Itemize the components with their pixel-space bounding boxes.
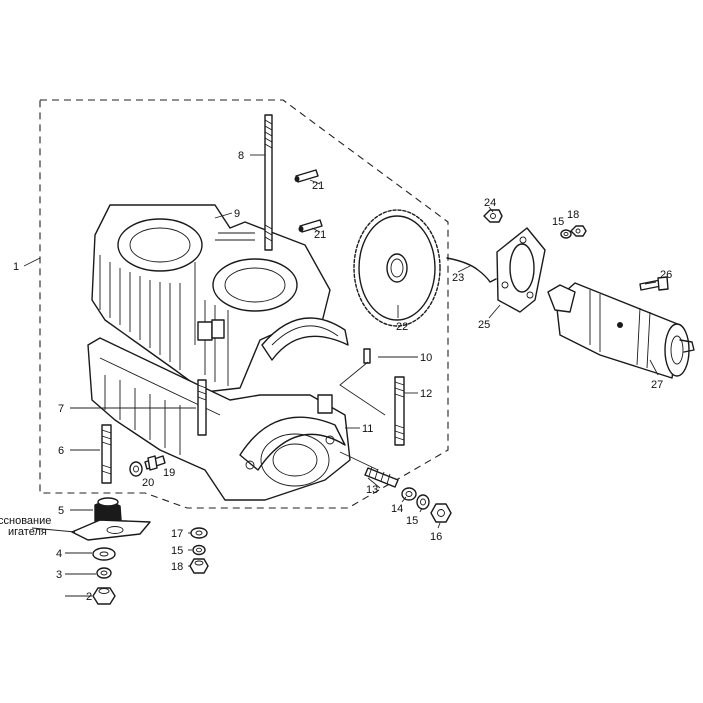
callout-12: 12 xyxy=(420,388,432,400)
engine-base-label-line2: игателя xyxy=(8,526,47,538)
ring-gear-22 xyxy=(353,209,441,327)
callout-11: 11 xyxy=(362,423,373,435)
engine-base-plate xyxy=(71,519,151,541)
nut-16 xyxy=(430,503,452,523)
washer-15-middle xyxy=(192,544,206,556)
callout-24: 24 xyxy=(484,197,496,209)
callout-4: 4 xyxy=(56,548,62,560)
callout-8: 8 xyxy=(238,150,244,162)
pin-10 xyxy=(363,348,371,364)
callout-19: 19 xyxy=(163,467,175,479)
callout-18-middle: 18 xyxy=(171,561,183,573)
callout-17: 17 xyxy=(171,528,183,540)
stud-8 xyxy=(264,114,273,251)
callout-22: 22 xyxy=(396,321,408,333)
pin-21-lower xyxy=(298,219,323,233)
callout-27: 27 xyxy=(651,379,663,391)
washer-15-upper xyxy=(560,229,572,239)
callout-21-upper: 21 xyxy=(312,180,324,192)
crankcase-upper xyxy=(91,204,349,393)
callout-20: 20 xyxy=(142,477,154,489)
bracket-25 xyxy=(496,227,546,313)
callout-25: 25 xyxy=(478,319,490,331)
stud-13 xyxy=(364,466,399,488)
callout-26: 26 xyxy=(660,269,672,281)
callout-1: 1 xyxy=(13,261,19,273)
washer-20 xyxy=(129,461,143,477)
engine-base-label-line1: сснование xyxy=(0,515,51,527)
crankcase-lower xyxy=(87,337,351,501)
callout-3: 3 xyxy=(56,569,62,581)
callout-5: 5 xyxy=(58,505,64,517)
callout-15-upper: 15 xyxy=(552,216,564,228)
stud-12 xyxy=(394,376,405,446)
callout-18-upper: 18 xyxy=(567,209,579,221)
bolt-19 xyxy=(144,455,166,471)
callout-13: 13 xyxy=(366,484,378,496)
callout-6: 6 xyxy=(58,445,64,457)
callout-15-middle: 15 xyxy=(171,545,183,557)
callout-9: 9 xyxy=(234,208,240,220)
nut-18-middle xyxy=(189,558,209,574)
callout-10: 10 xyxy=(420,352,432,364)
leader-lines xyxy=(23,154,659,597)
stud-6 xyxy=(101,424,112,484)
nut-18-upper xyxy=(570,225,587,237)
callout-21-lower: 21 xyxy=(314,229,326,241)
stud-7 xyxy=(197,379,207,436)
starter-motor-27 xyxy=(547,282,695,379)
nut-24 xyxy=(483,209,503,223)
callout-labels: 1 2 3 4 5 6 7 8 9 10 11 12 13 14 15 16 1… xyxy=(13,150,672,603)
washer-4 xyxy=(92,547,116,561)
washer-14 xyxy=(401,487,417,501)
callout-16: 16 xyxy=(430,531,442,543)
spring-23 xyxy=(446,257,497,283)
spring-washer-3 xyxy=(96,567,112,579)
pin-21-upper xyxy=(294,169,319,183)
callout-7: 7 xyxy=(58,403,64,415)
engine-base-label: сснование игателя xyxy=(0,515,51,538)
callout-14: 14 xyxy=(391,503,403,515)
washer-15-right xyxy=(416,494,430,510)
callout-23: 23 xyxy=(452,272,464,284)
nut-2 xyxy=(92,587,116,605)
callout-15-right: 15 xyxy=(406,515,418,527)
washer-17 xyxy=(190,527,208,539)
callout-2: 2 xyxy=(86,591,92,603)
